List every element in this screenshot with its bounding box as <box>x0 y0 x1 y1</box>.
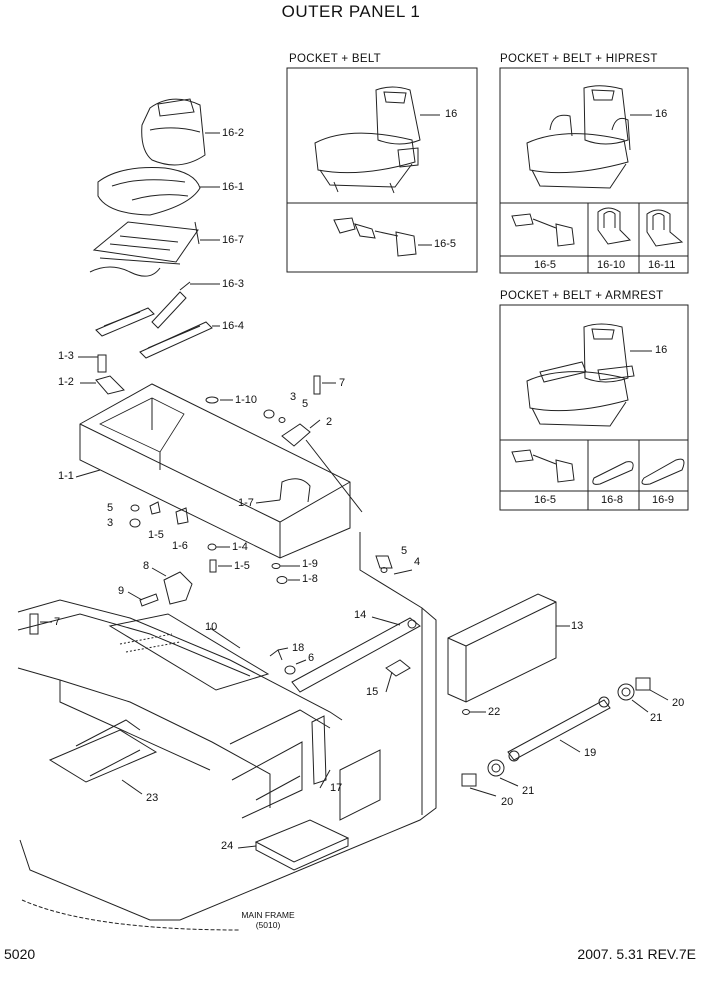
armrest-left-icon <box>592 461 634 485</box>
armrest-right-icon <box>641 458 685 485</box>
callout-18: 18 <box>292 642 305 654</box>
armrest-title: POCKET + BELT + ARMREST <box>500 290 664 302</box>
callout-5-left: 5 <box>107 502 114 514</box>
seat-exploded <box>89 98 220 359</box>
cell-16-8: 16-8 <box>601 494 624 506</box>
callout-16-1: 16-1 <box>222 181 245 193</box>
callout-1-5-b: 1-5 <box>234 560 250 572</box>
cell-16-11: 16-11 <box>648 259 676 271</box>
callout-3-top: 3 <box>290 391 297 403</box>
hiprest-box <box>499 67 689 274</box>
pocket-belt-title: POCKET + BELT <box>289 53 381 65</box>
callout-16-box2: 16 <box>655 108 668 120</box>
cell-16-9: 16-9 <box>652 494 675 506</box>
callout-16-2: 16-2 <box>222 127 245 139</box>
callout-16-4: 16-4 <box>222 320 245 332</box>
main-frame-assembly <box>17 532 669 931</box>
main-frame-ref: (5010) <box>255 920 281 930</box>
pocket-belt-box <box>286 67 478 273</box>
callout-1-3: 1-3 <box>58 350 74 362</box>
seat-icon <box>314 86 421 194</box>
callout-1-10: 1-10 <box>235 394 258 406</box>
callout-13: 13 <box>571 620 584 632</box>
callout-21-right: 21 <box>650 712 663 724</box>
callout-6: 6 <box>308 652 315 664</box>
main-frame-label: MAIN FRAME (5010) <box>228 910 308 930</box>
revision-date: 2007. 5.31 REV.7E <box>577 946 696 962</box>
page-title: OUTER PANEL 1 <box>281 2 421 21</box>
callout-4: 4 <box>414 556 421 568</box>
callout-5-top: 5 <box>302 398 309 410</box>
callout-20-left: 20 <box>501 796 514 808</box>
callout-8: 8 <box>143 560 150 572</box>
callout-15: 15 <box>366 686 379 698</box>
cell-16-10: 16-10 <box>597 259 626 271</box>
callout-3-left: 3 <box>107 517 114 529</box>
callout-16-5-box1: 16-5 <box>434 238 457 250</box>
hiprest-bracket-left-icon <box>597 207 632 245</box>
callout-23: 23 <box>146 792 159 804</box>
seat-hiprest-icon <box>526 85 631 189</box>
belt-armrest-box-icon <box>511 449 575 483</box>
main-frame-name: MAIN FRAME <box>241 910 295 920</box>
hiprest-title: POCKET + BELT + HIPREST <box>500 53 658 65</box>
hiprest-bracket-right-icon <box>646 209 684 247</box>
callout-19: 19 <box>584 747 597 759</box>
callout-16-box3: 16 <box>655 344 668 356</box>
callout-1-7: 1-7 <box>238 497 254 509</box>
callout-7-top: 7 <box>339 377 346 389</box>
callout-16-3: 16-3 <box>222 278 245 290</box>
belt-small-icon <box>511 213 575 247</box>
callout-20-right: 20 <box>672 697 685 709</box>
callout-16-7: 16-7 <box>222 234 245 246</box>
callout-21-left: 21 <box>522 785 535 797</box>
callout-1-5-a: 1-5 <box>148 529 164 541</box>
callout-16-box1: 16 <box>445 108 458 120</box>
callout-10: 10 <box>205 621 218 633</box>
callout-14: 14 <box>354 609 367 621</box>
callout-1-2: 1-2 <box>58 376 74 388</box>
cell-16-5-box2: 16-5 <box>534 259 557 271</box>
callout-1-1: 1-1 <box>58 470 74 482</box>
seat-plate <box>75 354 363 584</box>
callout-1-8: 1-8 <box>302 573 318 585</box>
seat-armrest-icon <box>526 323 635 427</box>
callout-1-4: 1-4 <box>232 541 248 553</box>
callout-22: 22 <box>488 706 501 718</box>
cell-16-5-box3: 16-5 <box>534 494 557 506</box>
callout-5-right: 5 <box>401 545 408 557</box>
callout-7-left: 7 <box>54 616 61 628</box>
callout-9: 9 <box>118 585 125 597</box>
callout-1-6: 1-6 <box>172 540 188 552</box>
callout-24: 24 <box>221 840 234 852</box>
callout-2: 2 <box>326 416 333 428</box>
page-number: 5020 <box>4 946 36 962</box>
seat-belt-icon <box>333 217 417 257</box>
callout-1-9: 1-9 <box>302 558 318 570</box>
armrest-box <box>499 304 689 511</box>
callout-17: 17 <box>330 782 343 794</box>
